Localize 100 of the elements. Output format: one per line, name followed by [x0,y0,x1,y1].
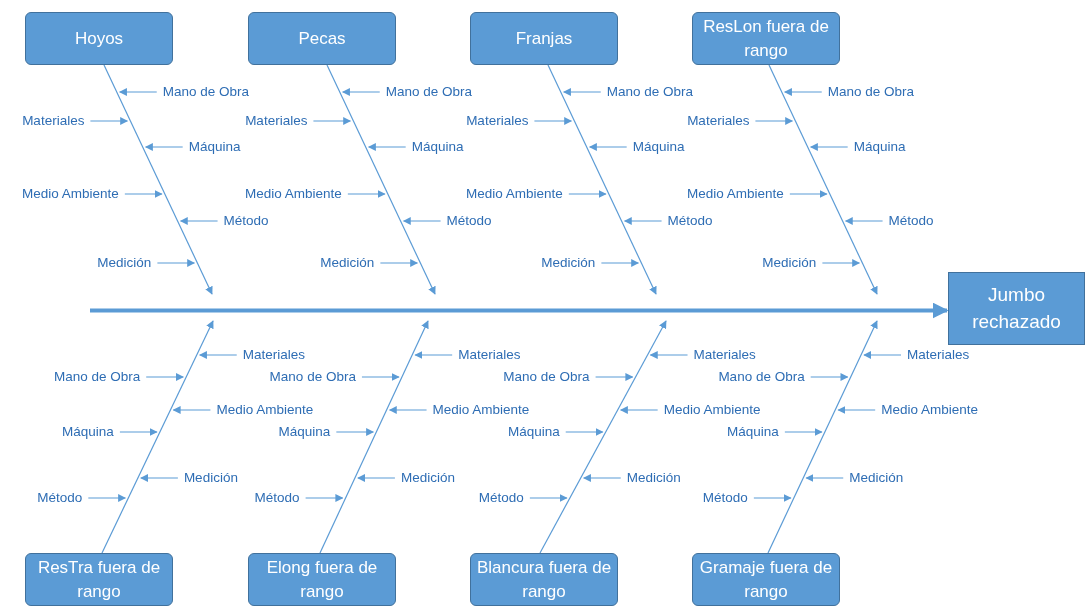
arrow [305,494,344,502]
arrow [87,494,127,502]
arrow [789,190,828,198]
arrow [619,406,659,414]
arrow [347,190,386,198]
cause-label: Medición [626,470,681,486]
cause-label: Método [702,490,748,506]
category-box: Elong fuera de rango [248,553,396,606]
arrow [805,474,844,482]
cause-label: Máquina [632,139,685,155]
cause-label: Mano de Obra [269,369,356,385]
arrow [341,88,381,96]
arrow [582,474,622,482]
cause-label: Materiales [907,347,970,363]
bone-arrow [326,64,436,295]
arrow [810,373,849,381]
arrow [179,217,219,225]
cause-label: Medio Ambiente [687,186,784,202]
arrow [379,259,419,267]
category-box: Franjas [470,12,618,65]
arrow [172,406,211,414]
cause-label: Método [888,213,934,229]
cause-label: Medición [849,470,904,486]
cause-label: Máquina [507,424,560,440]
cause-label: Materiales [22,113,85,129]
cause-label: Máquina [278,424,331,440]
arrow [837,406,876,414]
cause-label: Máquina [188,139,241,155]
arrow [357,474,396,482]
cause-label: Medición [400,470,455,486]
bone-arrow [768,64,878,295]
cause-label: Máquina [62,424,114,440]
arrow [863,351,902,359]
cause-label: Materiales [466,113,529,129]
arrow [118,88,158,96]
arrow [124,190,163,198]
arrow [588,143,628,151]
arrow [119,428,158,436]
cause-label: Mano de Obra [385,84,473,100]
arrow [402,217,442,225]
cause-label: Método [223,213,269,229]
cause-label: Método [667,213,713,229]
bone-arrow [319,320,429,554]
arrow [568,190,607,198]
effect-box: Jumbo rechazado [948,272,1085,345]
arrow [89,117,129,125]
bone-arrow [103,64,213,295]
cause-label: Materiales [245,113,308,129]
arrow [312,117,352,125]
cause-label: Medición [762,255,817,271]
cause-label: Materiales [458,347,521,363]
arrow [844,217,884,225]
bone-arrow [539,320,667,554]
category-box: Gramaje fuera de rango [692,553,840,606]
arrow [156,259,196,267]
arrow [809,143,849,151]
arrow [198,351,238,359]
arrow [565,428,604,436]
cause-label: Medición [97,255,152,271]
bone-arrow [767,320,878,554]
spine-arrow [90,302,949,319]
cause-label: Mano de Obra [53,369,141,385]
arrow [754,117,794,125]
arrow [335,428,375,436]
category-box: Hoyos [25,12,173,65]
arrow [145,373,184,381]
cause-label: Materiales [687,113,750,129]
cause-label: Medio Ambiente [216,402,314,418]
cause-label: Medio Ambiente [466,186,563,202]
arrow [140,474,179,482]
cause-label: Mano de Obra [718,369,805,385]
cause-label: Método [478,490,524,506]
arrow [144,143,184,151]
cause-label: Máquina [411,139,464,155]
cause-label: Medición [541,255,596,271]
arrow [623,217,663,225]
category-box: ResLon fuera de rango [692,12,840,65]
cause-label: Medición [183,470,238,486]
cause-label: Mano de Obra [827,84,915,100]
arrow [821,259,861,267]
arrow [753,494,792,502]
cause-label: Mano de Obra [162,84,250,100]
cause-label: Medio Ambiente [22,186,119,202]
arrow [562,88,602,96]
category-box: Blancura fuera de rango [470,553,618,606]
cause-label: Máquina [727,424,779,440]
cause-label: Medición [320,255,375,271]
cause-label: Mano de Obra [503,369,590,385]
cause-label: Método [446,213,492,229]
cause-label: Máquina [853,139,906,155]
category-box: Pecas [248,12,396,65]
arrow [414,351,453,359]
arrow [783,88,823,96]
cause-label: Medio Ambiente [881,402,978,418]
cause-label: Materiales [693,347,756,363]
bone-arrow [547,64,657,295]
category-box: ResTra fuera de rango [25,553,173,606]
cause-label: Materiales [242,347,305,363]
arrow [388,406,428,414]
arrow [784,428,823,436]
